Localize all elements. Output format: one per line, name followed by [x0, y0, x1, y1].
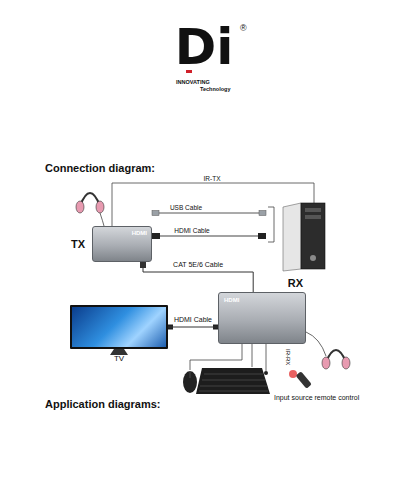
cable-name: HDMI Cable [174, 227, 209, 234]
unit-name: TX [71, 238, 85, 250]
device-name: TV [114, 355, 124, 364]
signal-name: IR-TX [204, 175, 221, 182]
headphone-cable [100, 213, 104, 226]
unit-name: RX [288, 277, 303, 289]
transmitter-unit: TXHDMI [92, 226, 152, 262]
logo-tagline: Technology [200, 86, 230, 92]
pc-button [310, 255, 316, 261]
cable-name: USB Cable [170, 204, 202, 211]
pc-front [301, 203, 325, 269]
device-print: HDMI [132, 230, 147, 237]
tv-screen: TV [70, 305, 168, 349]
bracket [268, 207, 274, 242]
remote-control [296, 371, 312, 389]
headphone-cable [306, 332, 326, 356]
section-heading: Application diagrams: [45, 398, 161, 410]
keyboard-keys [199, 374, 268, 391]
hdmi-plug [258, 233, 266, 239]
cable-connector [168, 327, 218, 328]
ir-rx-cable [266, 344, 267, 371]
mouse [183, 371, 197, 393]
pc-bay [305, 208, 321, 212]
cable-name: CAT 5E/6 Cable [172, 261, 224, 269]
usb-cable [152, 213, 266, 214]
usb-plug [259, 211, 266, 216]
registered-mark: ® [240, 24, 247, 34]
cable-name: HDMI Cable [173, 316, 213, 324]
device-caption: Input source remote control [274, 394, 359, 402]
keyboard [196, 368, 270, 394]
mouse [190, 371, 191, 378]
device-print: HDMI [224, 297, 239, 304]
pc-bay [305, 215, 321, 219]
mouse-cable [190, 344, 242, 370]
headphones [96, 201, 104, 213]
headphones [342, 357, 350, 369]
hdmi-plug [152, 233, 160, 239]
signal-name: IR-RX [284, 349, 291, 365]
logo-mark: Di [175, 20, 234, 75]
logo-tagline: INNOVATING [176, 79, 210, 85]
cable-connector [143, 262, 253, 292]
diagram-title: Connection diagram: [45, 162, 155, 174]
keyboard-cable [252, 344, 253, 367]
usb-plug [152, 211, 159, 216]
headphones [76, 201, 84, 213]
headphones [322, 357, 330, 369]
hdmi-cable [152, 235, 266, 236]
receiver-unit: RXHDMI [218, 292, 306, 344]
ir-receiver [264, 371, 268, 375]
ir-signal [289, 370, 297, 378]
pc-side [283, 203, 301, 271]
